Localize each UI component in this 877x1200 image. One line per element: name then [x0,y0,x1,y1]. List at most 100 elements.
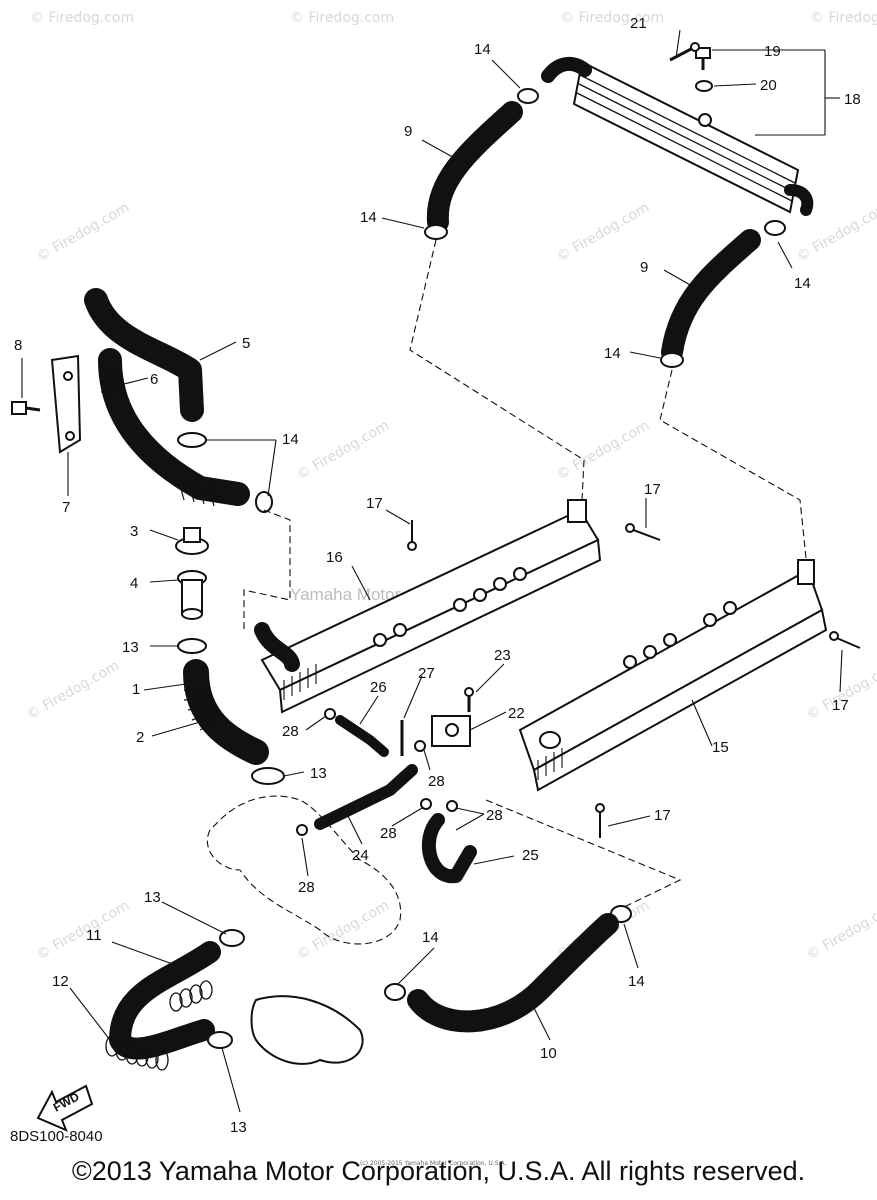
hose-clamp [384,983,406,1001]
clip-28 [446,800,458,812]
callout-6: 6 [150,371,158,388]
callout-28: 28 [380,825,397,842]
hose-clamp [660,352,684,368]
callout-28: 28 [298,879,315,896]
callout-14: 14 [422,929,439,946]
callout-25: 25 [522,847,539,864]
clip-28 [296,824,308,836]
rivet-17 [595,803,605,838]
callout-13: 13 [144,889,161,906]
hose-clamp [255,491,273,513]
watermark-text: © Firedog.com [24,658,122,724]
callout-17: 17 [644,481,661,498]
hose-clamp [251,767,285,785]
fwd-arrow: FWD [36,1084,94,1132]
pin-21 [669,42,700,62]
callout-3: 3 [130,523,138,540]
hose-clamp [207,1031,233,1049]
clip-28 [414,740,426,752]
hose-clamp [424,224,448,240]
bolt-23 [464,687,474,712]
fine-print: (c) 2005-2015 Yamaha Motor Corporation, … [360,1160,507,1167]
callout-7: 7 [62,499,70,516]
engine-outline [206,795,402,945]
hose-clamp [764,220,786,236]
watermark-text: © Firedog.com [294,898,392,964]
radiator-16 [254,499,602,714]
callout-28: 28 [486,807,503,824]
hose-6-corrugation [100,367,215,507]
watermark-text: © Firedog.com [34,898,132,964]
diagram-code: 8DS100-8040 [10,1128,103,1145]
hose-clamp [177,432,207,448]
callout-17: 17 [832,697,849,714]
callout-23: 23 [494,647,511,664]
callout-14: 14 [794,275,811,292]
rivet-17 [829,631,861,649]
callout-26: 26 [370,679,387,696]
watermark-text: © Firedog.com [294,418,392,484]
hose-12-corrugation [105,980,213,1071]
callout-28: 28 [282,723,299,740]
callout-14: 14 [360,209,377,226]
rivet-17 [625,523,661,541]
callout-8: 8 [14,337,22,354]
callout-11: 11 [86,927,102,944]
callout-21: 21 [630,15,647,32]
radiator-15 [518,559,828,792]
callout-18: 18 [844,91,861,108]
callout-16: 16 [326,549,343,566]
callout-14: 14 [282,431,299,448]
callouts: 21 19 20 18 14 9 14 9 14 14 5 6 8 14 7 3… [14,15,861,1136]
washer-20 [695,80,713,92]
callout-13: 13 [122,639,139,656]
callout-14: 14 [604,345,621,362]
callout-13: 13 [230,1119,247,1136]
watermark-text: © Firedog.com [810,10,877,26]
leader-lines [21,29,843,1113]
hose-clamp [177,638,207,654]
bracket-7 [50,354,82,454]
callout-15: 15 [712,739,729,756]
callout-9: 9 [404,123,412,140]
fitting-22 [431,715,471,747]
watermark-text: © Firedog.com [554,200,652,266]
copyright-notice: ©2013 Yamaha Motor Corporation, U.S.A. A… [71,1156,806,1186]
callout-13: 13 [310,765,327,782]
hose-clamp [517,88,539,104]
watermark-text: © Firedog.com [804,898,877,964]
watermark-text: © Firedog.com [34,200,132,266]
callout-5: 5 [242,335,250,352]
watermark-text: © Firedog.com [290,10,394,26]
hose-2-corrugation [183,689,231,739]
callout-17: 17 [366,495,383,512]
rivet-17 [407,520,417,551]
callout-17: 17 [654,807,671,824]
callout-10: 10 [540,1045,557,1062]
callout-12: 12 [52,973,69,990]
manifold-sketch [250,995,364,1065]
callout-27: 27 [418,665,435,682]
callout-20: 20 [760,77,777,94]
bolt-8 [11,401,41,415]
watermark-text: © Firedog.com [30,10,134,26]
clip-28 [324,708,336,720]
joint-4 [177,570,207,620]
callout-14: 14 [628,973,645,990]
callout-1: 1 [132,681,140,698]
callout-2: 2 [136,729,144,746]
callout-4: 4 [130,575,138,592]
callout-9: 9 [640,259,648,276]
callout-24: 24 [352,847,369,864]
oil-cooler [541,57,814,216]
callout-22: 22 [508,705,525,722]
clip-28 [420,798,432,810]
leader-dashes [243,239,807,909]
callout-19: 19 [764,43,781,60]
watermark-text: © Firedog.com [560,10,664,26]
callout-28: 28 [428,773,445,790]
cap-3 [175,527,209,555]
bolt-19 [695,47,711,70]
callout-14: 14 [474,41,491,58]
